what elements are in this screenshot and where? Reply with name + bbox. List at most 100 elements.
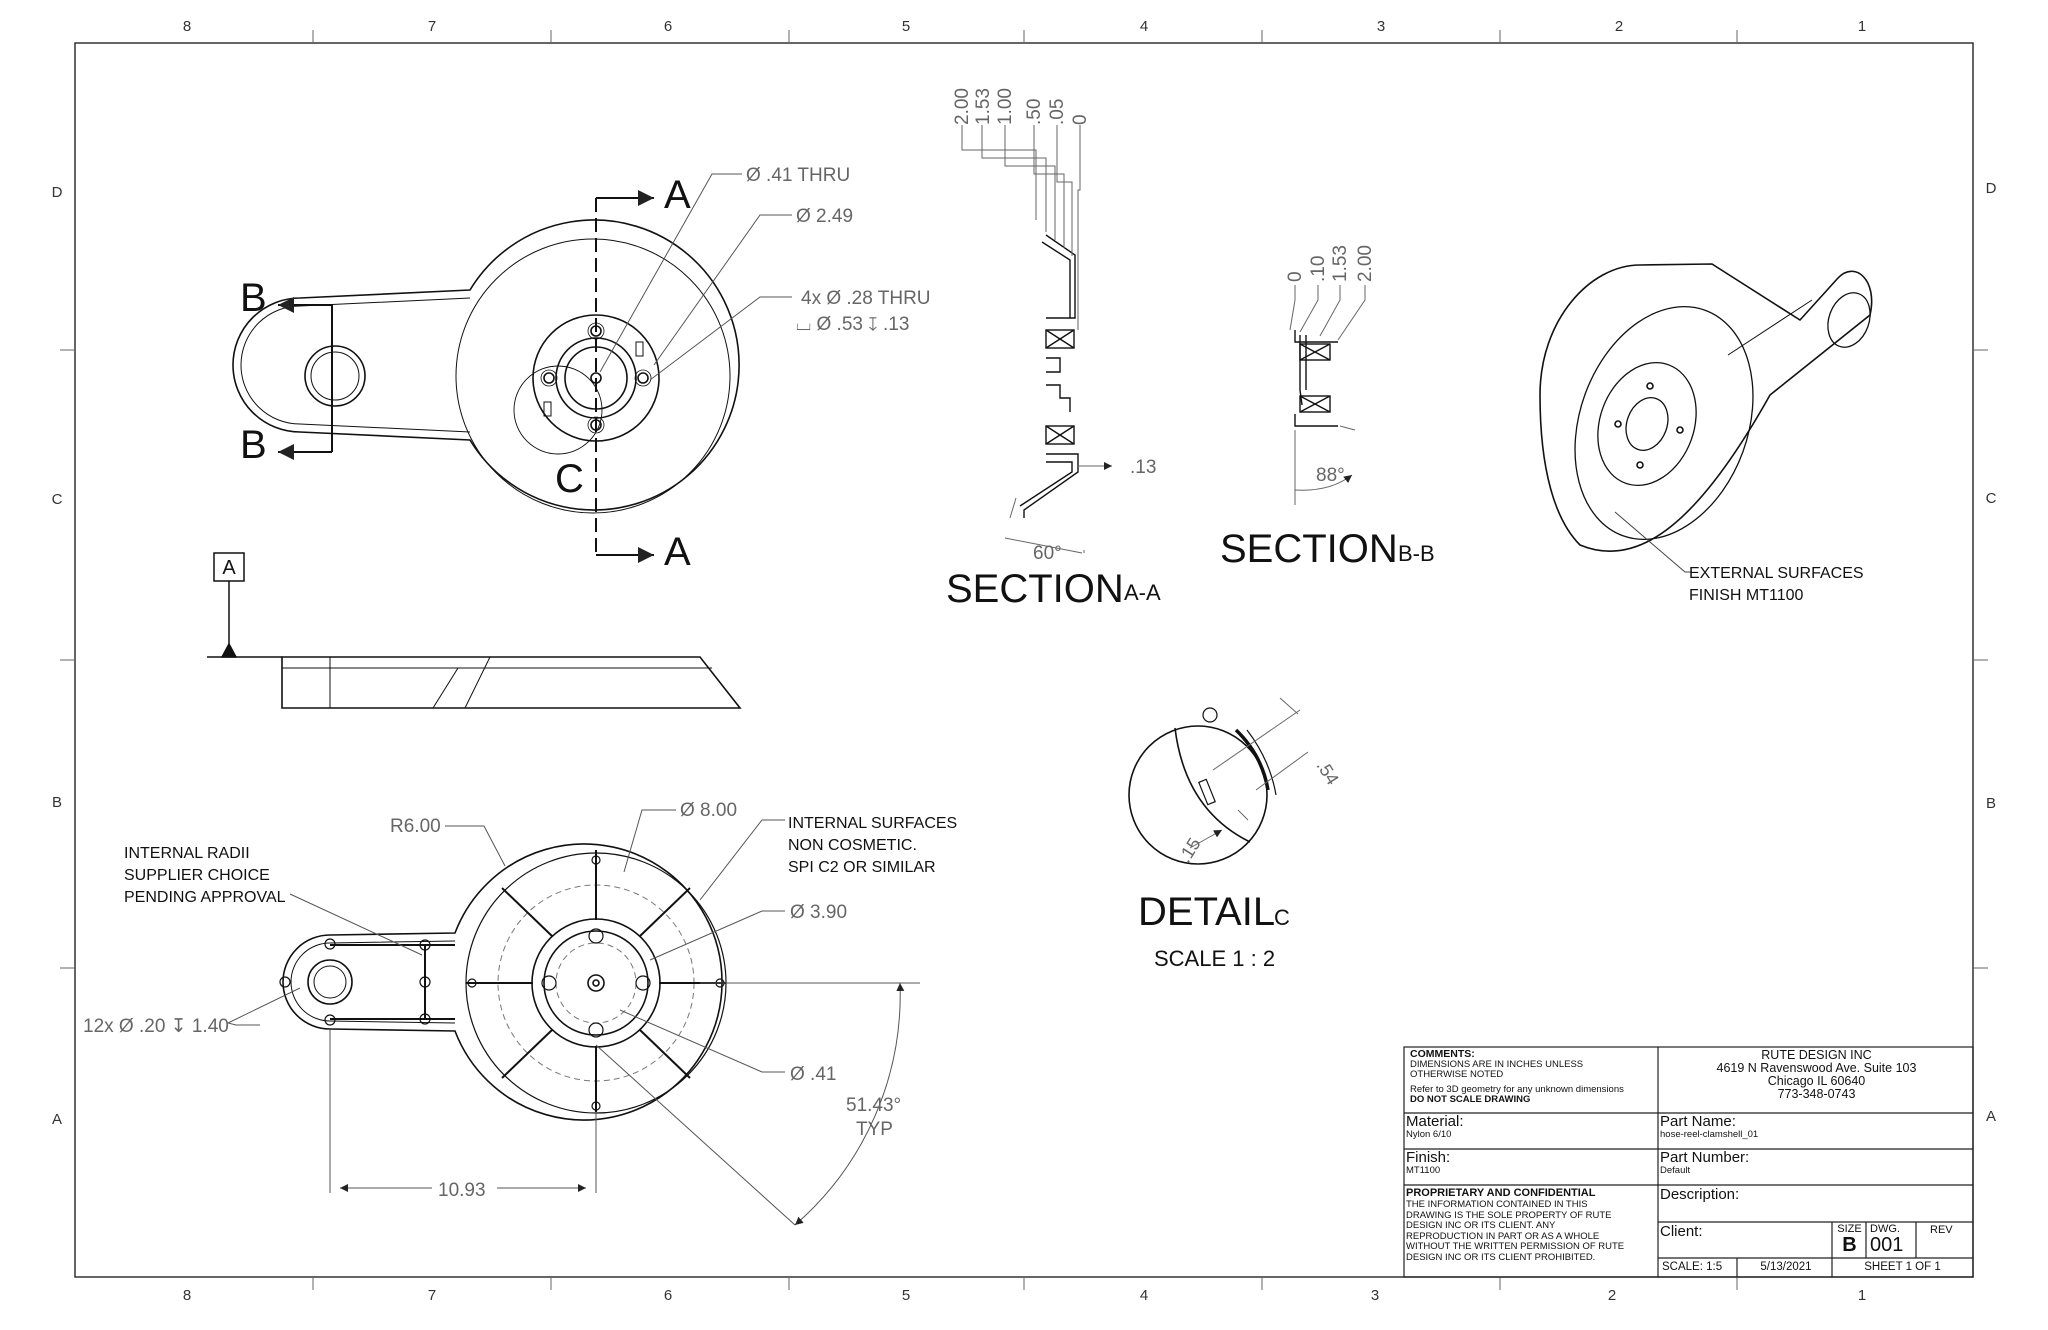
tb-date: 5/13/2021: [1760, 1261, 1812, 1273]
tb-material-value: Nylon 6/10: [1406, 1129, 1452, 1140]
top-view-leaders: [599, 173, 792, 381]
detail-c-dims-lines: [1189, 697, 1309, 849]
aa-dim-0-50: .50: [1024, 99, 1045, 125]
zone-row-a-right: A: [1986, 1108, 1996, 1125]
bb-dim-0: 0: [1285, 271, 1306, 282]
tb-proprietary-label: PROPRIETARY AND CONFIDENTIAL: [1406, 1187, 1596, 1199]
zone-col-5-bottom: 5: [902, 1287, 910, 1304]
dim-4x-holes: 4x Ø .28 THRU: [801, 288, 931, 309]
zone-col-5-top: 5: [902, 18, 910, 35]
tb-part-number-label: Part Number:: [1660, 1150, 1750, 1166]
tb-finish-label: Finish:: [1406, 1150, 1451, 1166]
detail-c-title: DETAIL C SCALE 1 : 2: [1138, 890, 1290, 971]
tb-comments-line1: DIMENSIONS ARE IN INCHES UNLESS: [1410, 1058, 1584, 1070]
zone-col-3-top: 3: [1377, 18, 1385, 35]
detail-c-title-text: DETAIL: [1138, 890, 1275, 934]
bottom-arm-hole: [307, 959, 353, 1005]
dim-d8: Ø 8.00: [680, 800, 737, 821]
zone-row-d-right: D: [1986, 180, 1997, 197]
bottom-view-dims: R6.00 Ø 8.00 Ø 3.90 Ø .41 12x Ø .20 ↧ 1.…: [83, 800, 901, 1201]
tb-comments: COMMENTS: DIMENSIONS ARE IN INCHES UNLES…: [1410, 1049, 1655, 1111]
aa-dim-thickness: .13: [1130, 457, 1156, 478]
side-view: [281, 656, 742, 709]
zone-col-2-bottom: 2: [1608, 1287, 1616, 1304]
tb-dwg-value: 001: [1870, 1234, 1904, 1256]
aa-dim-2-00: 2.00: [952, 88, 973, 125]
tb-company-phone: 773-348-0743: [1777, 1087, 1856, 1101]
section-cut-lines: [278, 190, 654, 563]
note-internal-radii-3: PENDING APPROVAL: [124, 889, 286, 906]
section-a-letter-top: A: [664, 173, 691, 217]
bottom-view-notes: INTERNAL SURFACES NON COSMETIC. SPI C2 O…: [124, 815, 957, 906]
arm-hole: [304, 345, 366, 407]
tb-proprietary-text2: DRAWING IS THE SOLE PROPERTY OF RUTE: [1406, 1209, 1612, 1221]
bottom-view-dim-lines: [226, 809, 920, 1226]
tb-proprietary-text4: REPRODUCTION IN PART OR AS A WHOLE: [1406, 1230, 1600, 1242]
tb-client-label: Client:: [1660, 1224, 1703, 1240]
tb-description-label: Description:: [1660, 1187, 1740, 1203]
bb-dim-angle: 88°: [1316, 465, 1345, 486]
tb-finish: Finish: MT1100: [1406, 1150, 1656, 1184]
bottom-view: [279, 843, 727, 1121]
aa-dim-0: 0: [1070, 114, 1091, 125]
zone-col-3-bottom: 3: [1371, 1287, 1379, 1304]
zone-col-2-top: 2: [1615, 18, 1623, 35]
tb-finish-value: MT1100: [1406, 1165, 1441, 1176]
dim-hole-thru: Ø .41 THRU: [746, 165, 850, 186]
tb-size: SIZE B: [1833, 1223, 1866, 1258]
zone-ticks: [60, 30, 1988, 1290]
iso-view: [1539, 263, 1873, 553]
section-bb-title-text: SECTION: [1220, 527, 1398, 571]
zone-col-4-top: 4: [1140, 18, 1148, 35]
dim-12x-holes: 12x Ø .20 ↧ 1.40: [83, 1016, 229, 1037]
note-internal-radii-2: SUPPLIER CHOICE: [124, 867, 270, 884]
section-aa-view: [1019, 234, 1079, 518]
tb-proprietary-text5: WITHOUT THE WRITTEN PERMISSION OF RUTE: [1406, 1241, 1625, 1252]
dim-dia-2-49: Ø 2.49: [796, 206, 853, 227]
zone-col-1-top: 1: [1858, 18, 1866, 35]
tb-scale: SCALE: 1:5: [1662, 1261, 1723, 1273]
top-view-labels: A A B B C: [240, 173, 691, 574]
tb-size-label: SIZE: [1837, 1223, 1862, 1235]
dim-r6: R6.00: [390, 816, 441, 837]
section-bb-leaders: [1289, 285, 1366, 505]
tb-material-label: Material:: [1406, 1114, 1464, 1130]
zone-col-8-bottom: 8: [183, 1287, 191, 1304]
tb-proprietary-text6: DESIGN INC OR ITS CLIENT PROHIBITED.: [1406, 1251, 1596, 1263]
detail-c-scale: SCALE 1 : 2: [1154, 946, 1275, 971]
tb-company-name: RUTE DESIGN INC: [1761, 1049, 1872, 1062]
dim-length: 10.93: [438, 1180, 486, 1201]
tb-company-address2: Chicago IL 60640: [1767, 1074, 1866, 1088]
bb-dim-1-53: 1.53: [1330, 245, 1351, 282]
zone-col-7-top: 7: [428, 18, 436, 35]
section-bb-title: SECTION B-B: [1220, 527, 1435, 571]
datum-a-label: A: [222, 557, 236, 579]
zone-col-7-bottom: 7: [428, 1287, 436, 1304]
top-view: [232, 219, 740, 514]
section-a-letter-bottom: A: [664, 530, 691, 574]
zone-col-8-top: 8: [183, 18, 191, 35]
tb-proprietary-text1: THE INFORMATION CONTAINED IN THIS: [1406, 1199, 1588, 1210]
tb-company-address1: 4619 N Ravenswood Ave. Suite 103: [1716, 1061, 1917, 1075]
zone-col-1-bottom: 1: [1858, 1287, 1866, 1304]
section-aa-dims: 2.00 1.53 1.00 .50 .05 0 .13 60°: [952, 88, 1156, 564]
detail-c-suffix: C: [1274, 905, 1290, 930]
aa-dim-angle: 60°: [1033, 543, 1062, 564]
zone-col-6-bottom: 6: [664, 1287, 672, 1304]
tb-sheet: SHEET 1 OF 1: [1864, 1261, 1941, 1273]
dim-d0-41: Ø .41: [790, 1064, 836, 1085]
tb-proprietary-text3: DESIGN INC OR ITS CLIENT. ANY: [1406, 1220, 1556, 1231]
tb-part-number-value: Default: [1660, 1165, 1691, 1176]
zone-row-c-right: C: [1986, 490, 1997, 507]
iso-note-line1: EXTERNAL SURFACES: [1689, 565, 1864, 582]
bb-dim-0-10: .10: [1308, 256, 1329, 282]
section-aa-leaders: [961, 125, 1112, 554]
zone-row-b-left: B: [52, 794, 62, 811]
zone-labels: 8 7 6 5 4 3 2 1 8 7 6 5 4 3 2 1 D C B A …: [52, 18, 1997, 1304]
zone-col-6-top: 6: [664, 18, 672, 35]
detail-c-view: [1128, 707, 1277, 865]
tb-part-name: Part Name: hose-reel-clamshell_01: [1660, 1114, 1970, 1148]
bb-dim-2-00: 2.00: [1355, 245, 1376, 282]
note-internal-surfaces-1: INTERNAL SURFACES: [788, 815, 957, 832]
